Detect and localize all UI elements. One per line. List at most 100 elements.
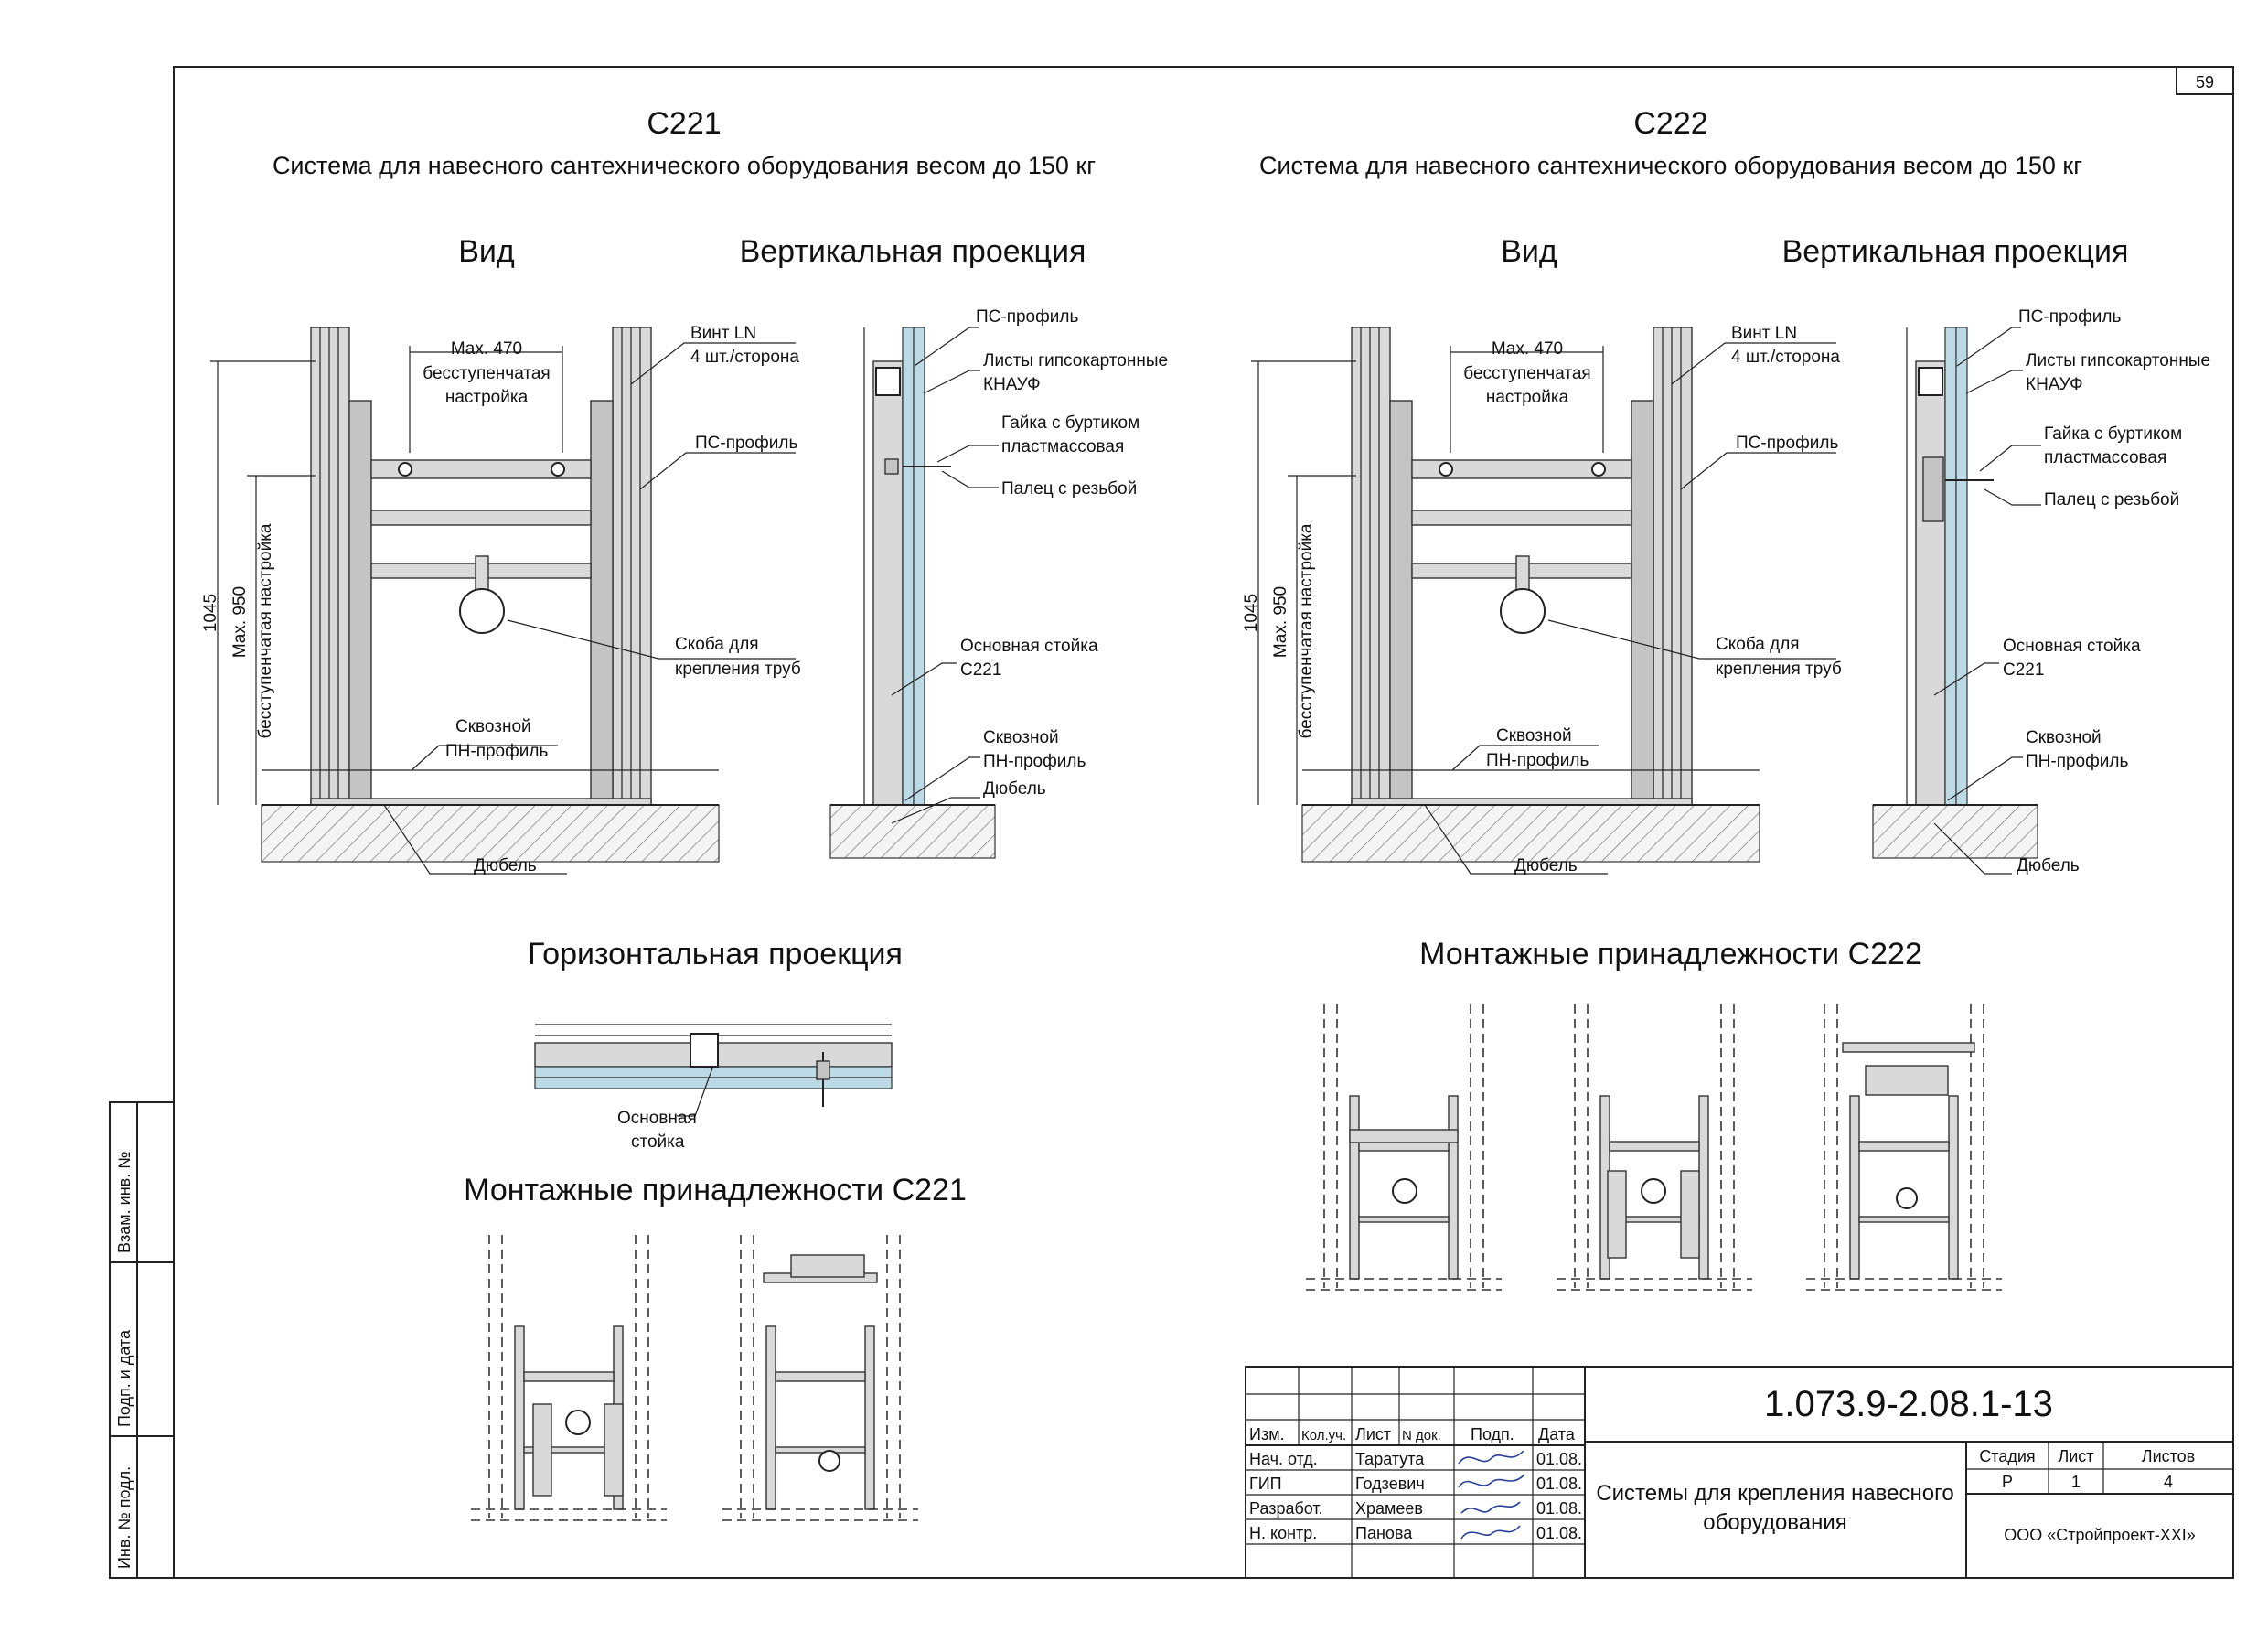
tb-sheets-header: Листов	[2142, 1447, 2195, 1465]
c222-vp-sheets1: Листы гипсокартонные	[2026, 351, 2210, 370]
c221-front-view: Max. 470 бесступенчатая настройка 1045 M…	[201, 324, 801, 875]
c222-dim-max470: Max. 470	[1492, 339, 1563, 359]
tb-row2-name: Годзевич	[1355, 1475, 1425, 1493]
c221-vp-through2: ПН-профиль	[983, 752, 1086, 771]
c222-dim-max950: Max. 950	[1271, 586, 1290, 658]
c221-accessory-1	[470, 1234, 668, 1521]
c222-vertical-title: Вертикальная проекция	[1782, 234, 2129, 269]
sheet-number: 59	[2196, 73, 2214, 91]
c222-vertical-projection: ПС-профиль Листы гипсокартонные КНАУФ Га…	[1872, 307, 2210, 875]
c222-vp-ps-profile: ПС-профиль	[2018, 307, 2121, 327]
c221-vertical-projection: ПС-профиль Листы гипсокартонные КНАУФ Га…	[829, 307, 1168, 859]
tb-sheets: 4	[2164, 1473, 2173, 1491]
c222-label-through1: Сквозной	[1496, 726, 1572, 746]
side-stamp: Взам. инв. № Подп. и дата Инв. № подл.	[109, 1101, 175, 1579]
c222-dim-stepless-vert: бесступенчатая настройка	[1297, 523, 1316, 738]
c221-accessories-title: Монтажные принадлежности С221	[464, 1173, 967, 1207]
tb-org: ООО «Стройпроект-XXI»	[2004, 1526, 2195, 1544]
tb-row1-date: 01.08.	[1536, 1450, 1582, 1468]
c221-horizontal-title: Горизонтальная проекция	[528, 937, 903, 971]
c221-vp-main2: С221	[960, 660, 1001, 680]
tb-head-kol: Кол.уч.	[1301, 1428, 1346, 1443]
c221-vp-nut1: Гайка с буртиком	[1001, 413, 1139, 433]
c221-dim-max470: Max. 470	[451, 339, 522, 359]
c222-label-clamp2: крепления труб	[1716, 660, 1842, 679]
tb-doc-name2: оборудования	[1703, 1510, 1847, 1535]
c222-vp-pin: Палец с резьбой	[2044, 490, 2179, 510]
c221-label-through2: ПН-профиль	[445, 742, 548, 761]
c222-label-through2: ПН-профиль	[1486, 751, 1589, 770]
c221-vp-through1: Сквозной	[983, 728, 1059, 747]
c222-dim-stepless1: бесступенчатая	[1463, 364, 1590, 383]
c222-accessory-3	[1805, 1003, 2003, 1291]
tb-head-data: Дата	[1538, 1425, 1576, 1443]
c222-dim-1045: 1045	[1242, 594, 1261, 632]
tb-sheet-header: Лист	[2058, 1447, 2093, 1465]
c222-label-screw2: 4 шт./сторона	[1731, 348, 1840, 367]
c222-front-view: Max. 470 бесступенчатая настройка 1045 M…	[1242, 324, 1842, 875]
c221-view-title: Вид	[458, 234, 515, 269]
c221-hp-main2: стойка	[631, 1132, 685, 1152]
c222-accessories-title: Монтажные принадлежности С222	[1419, 937, 1922, 971]
tb-head-izm: Изм.	[1249, 1425, 1285, 1443]
c222-vp-main1: Основная стойка	[2003, 637, 2141, 656]
c221-vp-main1: Основная стойка	[960, 637, 1098, 656]
c221-vp-pin: Палец с резьбой	[1001, 479, 1137, 499]
c222-vp-sheets2: КНАУФ	[2026, 375, 2083, 394]
c222-view-title: Вид	[1501, 234, 1557, 269]
sheet-number-box	[2176, 66, 2234, 95]
c222-vp-through1: Сквозной	[2026, 728, 2102, 747]
c222-label-dowel: Дюбель	[1514, 856, 1578, 875]
tb-doc-code: 1.073.9-2.08.1-13	[1764, 1384, 2053, 1424]
tb-row4-date: 01.08.	[1536, 1524, 1582, 1542]
tb-doc-name1: Системы для крепления навесного	[1596, 1481, 1953, 1506]
tb-head-ndok: N док.	[1402, 1428, 1441, 1443]
tb-head-list: Лист	[1355, 1425, 1391, 1443]
c222-label-ps-profile: ПС-профиль	[1736, 434, 1838, 453]
c221-label-clamp1: Скоба для	[675, 635, 759, 654]
tb-row4-role: Н. контр.	[1249, 1524, 1317, 1542]
c221-dim-1045: 1045	[201, 594, 220, 632]
c221-label-through1: Сквозной	[455, 717, 531, 736]
c222-accessory-1	[1305, 1003, 1503, 1291]
c222-code: C222	[1633, 106, 1707, 141]
c221-dim-stepless1: бесступенчатая	[423, 364, 550, 383]
c222-label-screw1: Винт LN	[1731, 324, 1797, 343]
signature-3	[1460, 1501, 1521, 1514]
signature-4	[1460, 1525, 1521, 1540]
title-block: Изм. Кол.уч. Лист N док. Подп. Дата Нач.…	[1245, 1366, 2234, 1579]
tb-row3-date: 01.08.	[1536, 1499, 1582, 1518]
c222-vp-main2: С221	[2003, 660, 2044, 680]
tb-row4-name: Панова	[1355, 1524, 1413, 1542]
c221-vp-sheets2: КНАУФ	[983, 375, 1041, 394]
c221-dim-max950: Max. 950	[230, 586, 250, 658]
c221-label-ps-profile: ПС-профиль	[695, 434, 797, 453]
tb-row3-role: Разработ.	[1249, 1499, 1323, 1518]
c221-label-screw2: 4 шт./сторона	[690, 348, 799, 367]
signature-1	[1458, 1450, 1524, 1465]
c222-vp-dowel: Дюбель	[2017, 856, 2080, 875]
c221-code: C221	[647, 106, 721, 141]
c221-label-screw1: Винт LN	[690, 324, 756, 343]
stamp-inv: Инв. № подл.	[115, 1466, 134, 1569]
c222-subtitle: Система для навесного сантехнического об…	[1259, 152, 2082, 179]
c221-vertical-title: Вертикальная проекция	[740, 234, 1086, 269]
c221-subtitle: Система для навесного сантехнического об…	[273, 152, 1096, 179]
c221-horizontal-projection: Основная стойка	[534, 1024, 893, 1152]
c221-label-dowel: Дюбель	[474, 856, 537, 875]
c221-vp-ps-profile: ПС-профиль	[976, 307, 1078, 327]
c221-accessory-2	[722, 1234, 919, 1521]
c221-vp-dowel: Дюбель	[983, 779, 1046, 799]
tb-row2-role: ГИП	[1249, 1475, 1282, 1493]
c221-label-clamp2: крепления труб	[675, 660, 801, 679]
c221-dim-stepless2: настройка	[445, 388, 529, 407]
c222-vp-nut2: пластмассовая	[2044, 448, 2166, 467]
tb-row3-name: Храмеев	[1355, 1499, 1423, 1518]
stamp-vzam: Взам. инв. №	[115, 1151, 134, 1253]
c221-hp-main1: Основная	[617, 1109, 697, 1128]
tb-stage: Р	[2002, 1473, 2013, 1491]
c221-vp-sheets1: Листы гипсокартонные	[983, 351, 1168, 370]
tb-head-podp: Подп.	[1471, 1425, 1514, 1443]
tb-row2-date: 01.08.	[1536, 1475, 1582, 1493]
